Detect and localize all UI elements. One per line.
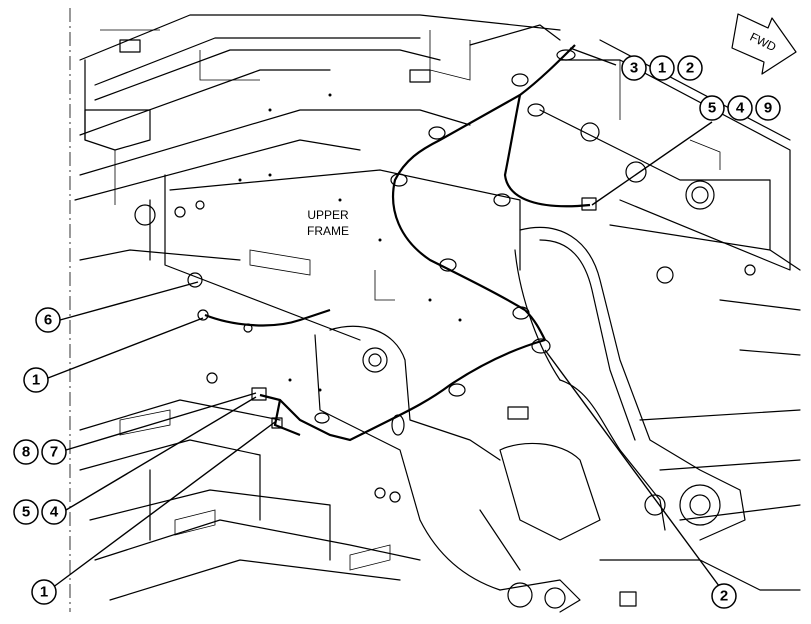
- callout-number: 1: [40, 584, 48, 601]
- callout-5-4-9: 5 4 9: [699, 95, 781, 121]
- callout-number: 4: [50, 504, 59, 521]
- callout-3-1-2: 3 1 2: [621, 55, 703, 81]
- callout-number: 5: [708, 100, 716, 117]
- callout-2: 2: [711, 583, 737, 609]
- callout-number: 5: [22, 504, 30, 521]
- fwd-label: FWD: [748, 30, 779, 55]
- callout-number: 8: [22, 444, 30, 461]
- callout-number: 1: [658, 60, 666, 77]
- callout-number: 1: [32, 372, 40, 389]
- frame-label-line-2: FRAME: [307, 224, 349, 238]
- frame-label-line-1: UPPER: [307, 208, 349, 222]
- callout-5-4: 5 4: [13, 499, 67, 525]
- wire-harness: [204, 44, 597, 442]
- frame-structure: [69, 8, 801, 613]
- callout-number: 4: [736, 100, 745, 117]
- upper-frame-label: UPPER FRAME: [307, 208, 349, 238]
- callout-number: 7: [50, 444, 58, 461]
- callout-6: 6: [35, 307, 61, 333]
- callout-number: 9: [764, 100, 772, 117]
- callout-number: 2: [720, 588, 728, 605]
- callout-number: 6: [44, 312, 52, 329]
- callout-1-lower: 1: [31, 579, 57, 605]
- callout-8-7: 8 7: [13, 439, 67, 465]
- leader-lines: [47, 47, 723, 591]
- callout-number: 3: [630, 60, 638, 77]
- callout-1-upper: 1: [23, 367, 49, 393]
- forward-direction-arrow: FWD: [731, 13, 797, 75]
- callout-number: 2: [686, 60, 694, 77]
